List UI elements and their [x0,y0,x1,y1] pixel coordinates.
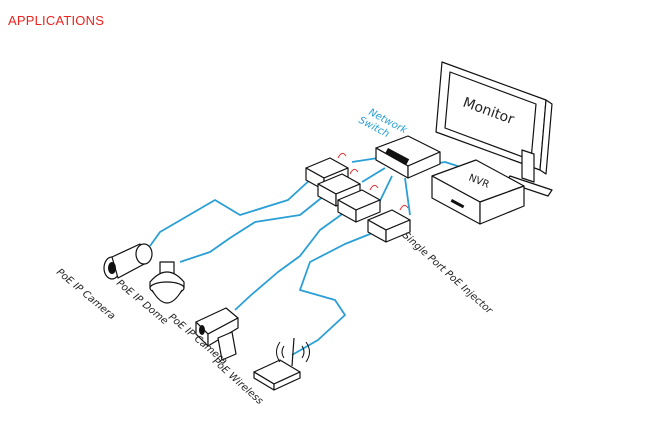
page-heading: APPLICATIONS [8,13,105,28]
label-poe-wireless: PoE Wireless [210,356,265,407]
cable-injector2-to-dome [179,194,326,263]
poe-ip-camera-2 [195,307,239,361]
cable-injector3-to-camera2 [234,211,346,311]
monitor: Monitor [435,61,553,197]
nvr-slot [450,199,465,209]
cable-injector4-to-wireless [291,231,376,356]
injector-4 [367,204,411,243]
nvr-side [479,185,525,225]
injector-label: Single Port PoE Injector [400,230,495,317]
switch-ports [385,148,410,165]
poe-wireless [253,337,310,391]
switch-side [407,151,441,179]
monitor-side [539,99,553,175]
cable-switch-to-injectors [351,157,411,216]
poe-ip-dome [149,261,185,304]
injector-3 [337,184,381,223]
nvr: NVR [431,159,525,225]
poe-ip-camera-1 [103,243,153,280]
cable-injector1-to-camera [149,177,313,247]
monitor-stand [521,149,535,183]
network-switch: Network Switch [357,107,441,179]
wifi-signal-icon [276,341,310,363]
